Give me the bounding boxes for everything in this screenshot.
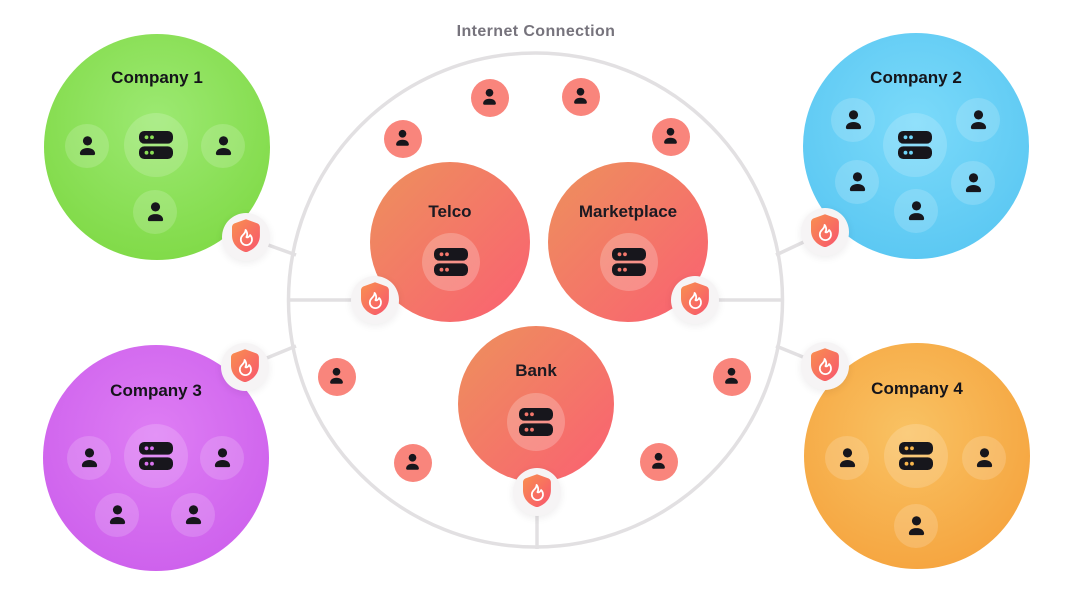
internet-user-bubble	[318, 358, 356, 396]
user-icon	[181, 503, 206, 528]
firewall-shield-icon	[801, 208, 849, 256]
user-halo	[201, 124, 245, 168]
user-icon	[721, 366, 742, 387]
internet-user-bubble	[640, 443, 678, 481]
user-halo	[95, 493, 139, 537]
server-halo	[600, 233, 658, 291]
user-icon	[841, 108, 866, 133]
server-halo	[124, 424, 188, 488]
user-icon	[75, 134, 100, 159]
company-4-label: Company 4	[871, 379, 963, 398]
company-3-label: Company 3	[110, 381, 202, 400]
user-icon	[326, 366, 347, 387]
server-halo	[884, 424, 948, 488]
user-icon	[972, 446, 997, 471]
hub-bank-label: Bank	[515, 361, 557, 380]
internet-user-bubble	[713, 358, 751, 396]
internet-user-bubble	[471, 79, 509, 117]
internet-connection-title: Internet Connection	[456, 23, 616, 40]
server-icon	[899, 442, 933, 470]
user-halo	[831, 98, 875, 142]
user-halo	[825, 436, 869, 480]
user-halo	[67, 436, 111, 480]
company-2-label: Company 2	[870, 68, 962, 87]
user-icon	[105, 503, 130, 528]
internet-user-bubble	[652, 118, 690, 156]
hub-bank-circle: Bank	[458, 326, 614, 482]
user-halo	[962, 436, 1006, 480]
server-icon	[139, 442, 173, 470]
user-icon	[392, 128, 413, 149]
user-icon	[966, 108, 991, 133]
user-halo	[894, 504, 938, 548]
firewall-shield-icon	[513, 468, 561, 516]
user-halo	[171, 493, 215, 537]
user-icon	[845, 170, 870, 195]
firewall-shield-icon	[221, 343, 269, 391]
internet-user-bubble	[384, 120, 422, 158]
server-icon	[434, 248, 468, 276]
user-icon	[211, 134, 236, 159]
server-halo	[883, 113, 947, 177]
user-halo	[133, 190, 177, 234]
server-halo	[507, 393, 565, 451]
server-halo	[124, 113, 188, 177]
user-icon	[210, 446, 235, 471]
internet-user-bubble	[394, 444, 432, 482]
user-icon	[904, 199, 929, 224]
server-icon	[612, 248, 646, 276]
user-icon	[402, 452, 423, 473]
user-halo	[894, 189, 938, 233]
server-icon	[519, 408, 553, 436]
user-icon	[835, 446, 860, 471]
server-icon	[898, 131, 932, 159]
user-halo	[951, 161, 995, 205]
firewall-shield-icon	[671, 276, 719, 324]
hub-marketplace-label: Marketplace	[578, 202, 678, 221]
user-halo	[65, 124, 109, 168]
user-icon	[660, 126, 681, 147]
hub-telco-label: Telco	[428, 202, 472, 221]
user-halo	[956, 98, 1000, 142]
server-icon	[139, 131, 173, 159]
server-halo	[422, 233, 480, 291]
user-halo	[200, 436, 244, 480]
internet-user-bubble	[562, 78, 600, 116]
user-icon	[961, 171, 986, 196]
user-icon	[570, 86, 591, 107]
user-halo	[835, 160, 879, 204]
company-1-label: Company 1	[111, 68, 203, 87]
user-icon	[143, 200, 168, 225]
user-icon	[479, 87, 500, 108]
firewall-shield-icon	[222, 213, 270, 261]
user-icon	[904, 514, 929, 539]
user-icon	[77, 446, 102, 471]
user-icon	[648, 451, 669, 472]
firewall-shield-icon	[801, 342, 849, 390]
firewall-shield-icon	[351, 276, 399, 324]
